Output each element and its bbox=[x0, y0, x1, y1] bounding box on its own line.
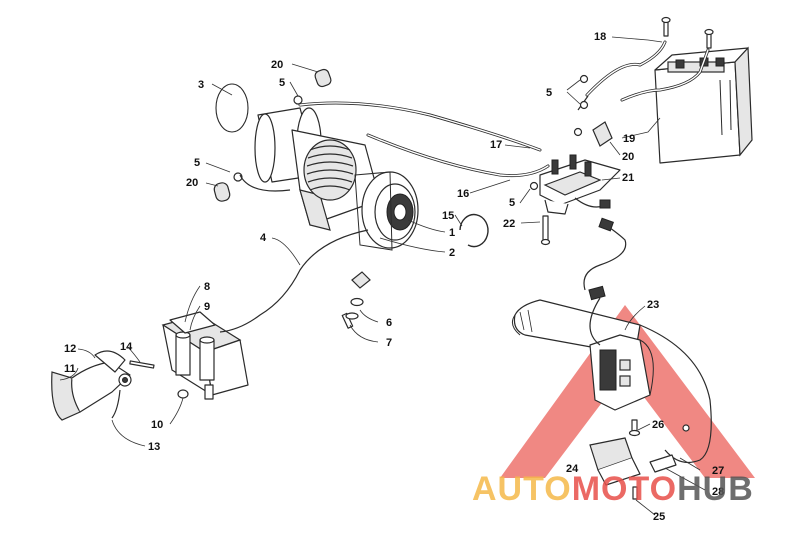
switch-wire bbox=[639, 324, 712, 463]
solenoid-part bbox=[539, 154, 621, 215]
control-lever bbox=[51, 350, 132, 421]
callout-5c: 5 bbox=[546, 87, 552, 99]
callout-13: 13 bbox=[148, 441, 160, 453]
washer-and-bolt bbox=[341, 271, 371, 329]
callout-9: 9 bbox=[204, 301, 210, 313]
gasket-part bbox=[215, 83, 249, 133]
watermark-auto: AUTO bbox=[472, 470, 572, 508]
callout-5a: 5 bbox=[279, 77, 285, 89]
callout-25: 25 bbox=[653, 511, 665, 523]
callout-labels: 3 20 5 5 20 4 1 2 15 16 17 18 5 19 20 21… bbox=[64, 31, 724, 523]
callout-20a: 20 bbox=[271, 59, 283, 71]
callout-2: 2 bbox=[449, 247, 455, 259]
callout-19: 19 bbox=[623, 133, 635, 145]
callout-10: 10 bbox=[151, 419, 163, 431]
cable-16 bbox=[366, 133, 550, 178]
svg-text:AUTOMOTOHUB: AUTOMOTOHUB bbox=[472, 470, 754, 508]
callout-22: 22 bbox=[503, 218, 515, 230]
callout-8: 8 bbox=[204, 281, 210, 293]
callout-20b: 20 bbox=[186, 177, 198, 189]
callout-5b: 5 bbox=[194, 157, 200, 169]
callout-24: 24 bbox=[566, 463, 579, 475]
winch-motor bbox=[213, 68, 419, 251]
watermark-moto: MOTO bbox=[572, 470, 677, 508]
handlebar-switch bbox=[511, 299, 654, 411]
callout-23: 23 bbox=[647, 299, 659, 311]
callout-4: 4 bbox=[260, 232, 267, 244]
control-wire bbox=[583, 224, 627, 291]
callout-14: 14 bbox=[120, 341, 133, 353]
callout-6: 6 bbox=[386, 317, 392, 329]
cable-18 bbox=[585, 40, 667, 97]
callout-27: 27 bbox=[712, 465, 724, 477]
snap-ring-part bbox=[459, 213, 489, 248]
callout-12: 12 bbox=[64, 343, 76, 355]
callout-3: 3 bbox=[198, 79, 204, 91]
callout-16: 16 bbox=[457, 188, 469, 200]
callout-5d: 5 bbox=[509, 197, 515, 209]
callout-1: 1 bbox=[449, 227, 455, 239]
mount-bracket bbox=[161, 311, 249, 400]
watermark-text: AUTOMOTOHUB bbox=[472, 470, 754, 508]
callout-7: 7 bbox=[386, 337, 392, 349]
callout-28: 28 bbox=[712, 486, 724, 498]
callout-20c: 20 bbox=[622, 151, 634, 163]
leader-lines bbox=[59, 36, 706, 516]
watermark-hub: HUB bbox=[677, 470, 754, 508]
callout-18: 18 bbox=[594, 31, 606, 43]
callout-26: 26 bbox=[652, 419, 664, 431]
callout-17: 17 bbox=[490, 139, 502, 151]
callout-21: 21 bbox=[622, 172, 634, 184]
callout-11: 11 bbox=[64, 363, 76, 375]
callout-15: 15 bbox=[442, 210, 454, 222]
terminal-cap-icon bbox=[213, 182, 231, 202]
terminal-cap-icon bbox=[314, 68, 332, 88]
cable-4 bbox=[219, 229, 369, 333]
